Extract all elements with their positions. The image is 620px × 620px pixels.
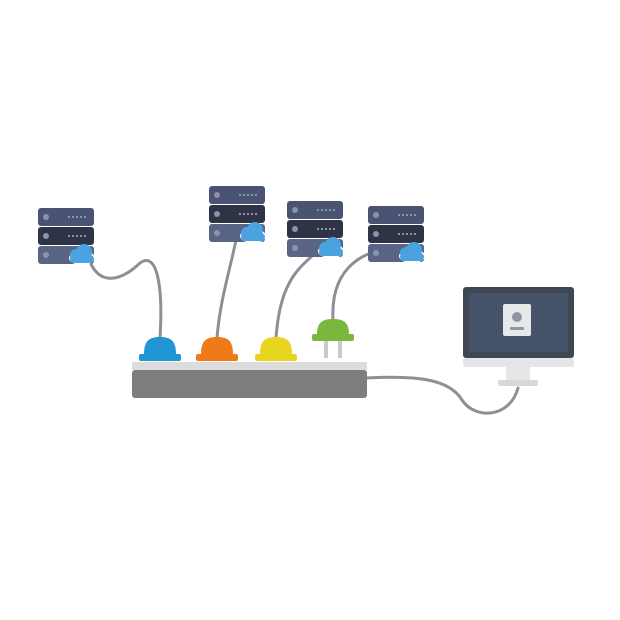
cloud-icon (240, 222, 266, 243)
server-1 (38, 208, 95, 265)
monitor-neck (506, 367, 530, 380)
server-cloud-icon (209, 186, 266, 243)
power-strip-body (132, 370, 367, 398)
server-cloud-icon (38, 208, 95, 265)
cloud-icon (399, 242, 425, 263)
power-strip-top (132, 362, 367, 370)
cable-server-2 (215, 238, 238, 340)
monitor-chin (463, 358, 574, 367)
plug-green (312, 319, 354, 358)
plug-prong-left (324, 340, 328, 358)
cable-server-1 (88, 259, 163, 340)
plug-orange (196, 337, 238, 361)
monitor-user-icon (463, 287, 574, 386)
monitor-base (498, 380, 538, 386)
cable-monitor (364, 375, 520, 415)
plug-prong-right (338, 340, 342, 358)
server-3 (287, 201, 344, 258)
server-cloud-icon (287, 201, 344, 258)
cable-server-3 (274, 253, 315, 340)
user-avatar-icon (503, 304, 531, 336)
plug-blue (139, 337, 181, 361)
power-strip-icon (132, 362, 367, 398)
cloud-icon (318, 237, 344, 258)
server-4 (368, 206, 425, 263)
server-2 (209, 186, 266, 243)
plug-yellow (255, 337, 297, 361)
server-cloud-icon (368, 206, 425, 263)
cloud-icon (69, 244, 95, 265)
